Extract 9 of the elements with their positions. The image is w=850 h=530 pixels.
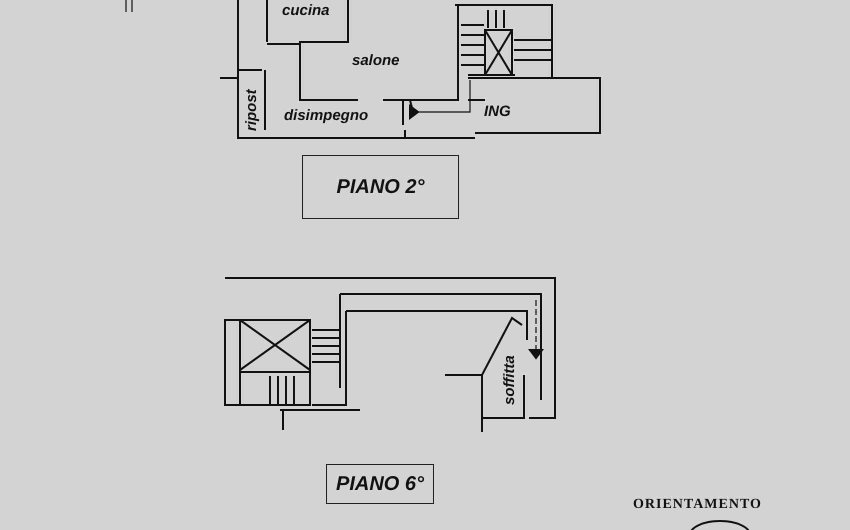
room-label: cucina: [282, 3, 330, 18]
floor-title-box: PIANO 6°: [326, 464, 434, 504]
orientation-label: ORIENTAMENTO: [633, 497, 762, 513]
room-label: ripost: [244, 89, 259, 131]
room-label: ING: [484, 104, 511, 119]
room-label: salone: [352, 53, 400, 68]
room-label: disimpegno: [284, 108, 368, 123]
floor-title-box: PIANO 2°: [302, 155, 459, 219]
room-label: soffitta: [502, 355, 517, 405]
